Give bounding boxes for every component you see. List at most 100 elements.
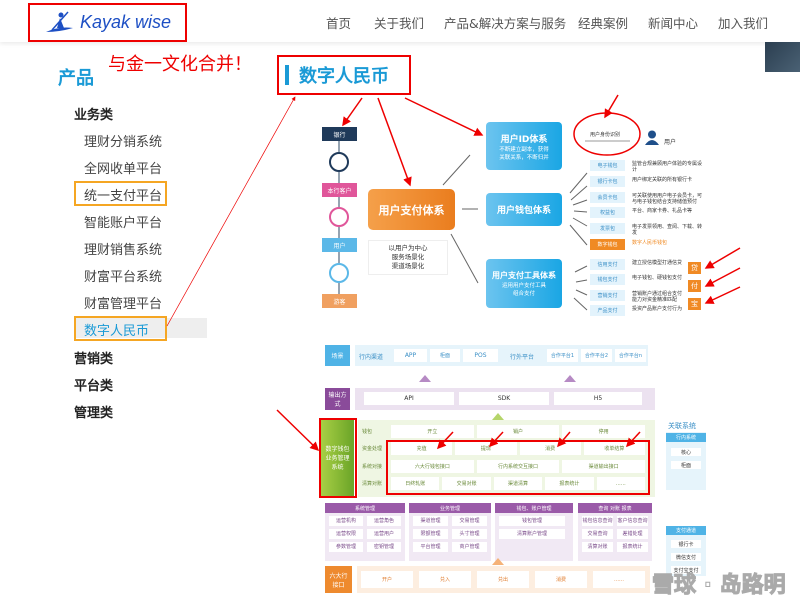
panel-item: 运营机构 <box>329 516 363 526</box>
panel-item: 参数管理 <box>329 542 363 552</box>
panel-item: 清算对账 <box>582 542 613 552</box>
payment-system-node: 用户支付体系 <box>368 189 455 230</box>
watermark: 雪球 · 岛路明 <box>652 573 787 598</box>
panel-item: 客户信息查询 <box>617 516 648 526</box>
chain-customer: 本行客户 <box>322 183 357 197</box>
sidebar-item[interactable]: 智能账户平台 <box>84 216 163 231</box>
sidebar-category[interactable]: 营销类 <box>74 352 114 367</box>
sidebar-item[interactable]: 财富平台系统 <box>84 270 163 285</box>
sidebar-category[interactable]: 平台类 <box>74 379 114 394</box>
core-item: 行内系统交互接口 <box>476 460 560 473</box>
wallet-desc: 监管合规兼顾用户体验的专属设计 <box>632 161 703 173</box>
core-row-label: 系统对接 <box>362 464 383 470</box>
core-item: 交易对账 <box>442 477 491 490</box>
nav-join[interactable]: 加入我们 <box>718 16 769 31</box>
tool-item: 信用支付 <box>590 259 625 270</box>
nav-about[interactable]: 关于我们 <box>374 16 425 31</box>
panel-title: 查询 对账 报表 <box>578 503 652 513</box>
badge-pay: 付 <box>688 280 701 292</box>
sidebar-item[interactable]: 全网收单平台 <box>84 162 163 177</box>
content-title-box: 数字人民币 <box>277 55 411 95</box>
related-item: 柜面 <box>671 461 701 469</box>
panel-item: 运营权限 <box>329 529 363 539</box>
banner-image-strip <box>765 42 800 72</box>
channel-item: 支付宝支付 <box>671 566 701 574</box>
related-header: 行内系统 <box>666 433 706 442</box>
bank-if-item: 消费 <box>535 571 587 588</box>
channel-title: 支付通道 <box>666 526 706 535</box>
panel-item: 平台管理 <box>413 542 448 552</box>
tool-item: 钱包支付 <box>590 274 625 285</box>
panel-item: 钱包管理 <box>499 516 565 526</box>
center-note: 以用户为中心服务场景化渠道场景化 <box>368 240 448 275</box>
badge-treasure: 宝 <box>688 298 701 310</box>
wallet-desc: 可关联使用用户电子会员卡，可与电子钱包结合支持储值预付 <box>632 193 703 205</box>
panel-item: 报表统计 <box>617 542 648 552</box>
red-highlight <box>386 440 650 495</box>
sidebar-category[interactable]: 管理类 <box>74 406 114 421</box>
nav-home[interactable]: 首页 <box>326 16 352 31</box>
core-item: 六大行钱包接口 <box>391 460 474 473</box>
output-item: API <box>364 392 454 405</box>
wallet-item: 银行卡包 <box>590 176 625 187</box>
nav-news[interactable]: 新闻中心 <box>648 16 699 31</box>
sidebar-item[interactable]: 理财销售系统 <box>84 243 163 258</box>
output-label: 输出方式 <box>325 388 350 410</box>
sidebar-item[interactable]: 财富管理平台 <box>84 297 163 312</box>
related-item: 核心 <box>671 448 701 456</box>
bank-if-item: 兑入 <box>419 571 471 588</box>
panel-item: 商户管理 <box>452 542 487 552</box>
panel-item: 交易管理 <box>452 516 487 526</box>
sidebar-item[interactable]: 统一支付平台 <box>84 189 163 204</box>
wallet-item: 发票包 <box>590 223 625 234</box>
tool-desc: 电子钱包、硬钱包支付 <box>632 275 683 281</box>
up-arrow-icon <box>492 558 504 565</box>
channel-item: 银行卡 <box>671 540 701 548</box>
sidebar-item-active[interactable]: 数字人民币 <box>84 324 150 339</box>
user-label: 用户 <box>664 139 677 146</box>
panel-item: 运营角色 <box>367 516 401 526</box>
panel-item: 钱包信息查询 <box>582 516 613 526</box>
scene-inner-label: 行内渠道 <box>359 354 384 361</box>
scene-item: 合作平台1 <box>547 349 578 362</box>
tool-system-node: 用户支付工具体系运用用户支付工具组合支付 <box>486 259 562 308</box>
wallet-system-node: 用户钱包体系 <box>486 193 562 226</box>
core-item: 停用 <box>562 425 645 438</box>
wallet-item: 电子钱包 <box>590 160 625 171</box>
core-label: 数字钱包业务管理系统 <box>321 420 354 496</box>
output-item: H5 <box>554 392 642 405</box>
scene-label: 场景 <box>325 345 350 366</box>
nav-cases[interactable]: 经典案例 <box>578 16 629 31</box>
scene-outer-label: 行外平台 <box>510 354 535 361</box>
wallet-desc: 电子发票领用、查阅、下载、转发 <box>632 224 703 236</box>
related-title: 关联系统 <box>668 422 696 430</box>
core-item: 充值 <box>391 442 453 455</box>
panel-title: 系统管理 <box>325 503 405 513</box>
sidebar-category-business[interactable]: 业务类 <box>74 108 114 123</box>
wallet-item: 数字钱包 <box>590 239 625 250</box>
sidebar-item[interactable]: 理财分销系统 <box>84 135 163 150</box>
up-arrow-icon <box>419 375 431 382</box>
up-arrow-icon <box>492 413 504 420</box>
scene-item: APP <box>394 349 427 362</box>
panel-item: 头寸管理 <box>452 529 487 539</box>
tool-item: 产品支付 <box>590 305 625 316</box>
wallet-item: 权益包 <box>590 207 625 218</box>
scene-item: POS <box>463 349 498 362</box>
core-item: 报表统计 <box>545 477 594 490</box>
core-row-label: 资金处理 <box>362 446 383 452</box>
chain-bank: 银行 <box>322 127 357 141</box>
core-row-label: 清算对账 <box>362 481 383 487</box>
bank-if-item: 开户 <box>361 571 413 588</box>
annotation-text: 与金一文化合并！ <box>108 54 252 75</box>
panel-item: 限额管理 <box>413 529 448 539</box>
logo[interactable]: Kayak wise <box>28 3 187 42</box>
panel-item: 交易查询 <box>582 529 613 539</box>
core-item: 开立 <box>391 425 474 438</box>
panel-title: 钱包、账户管理 <box>495 503 573 513</box>
bank-if-item: 兑出 <box>477 571 529 588</box>
kayak-logo-icon <box>46 11 73 32</box>
core-item: 渠道输出接口 <box>562 460 645 473</box>
nav-products[interactable]: 产品&解决方案与服务 <box>444 16 567 31</box>
